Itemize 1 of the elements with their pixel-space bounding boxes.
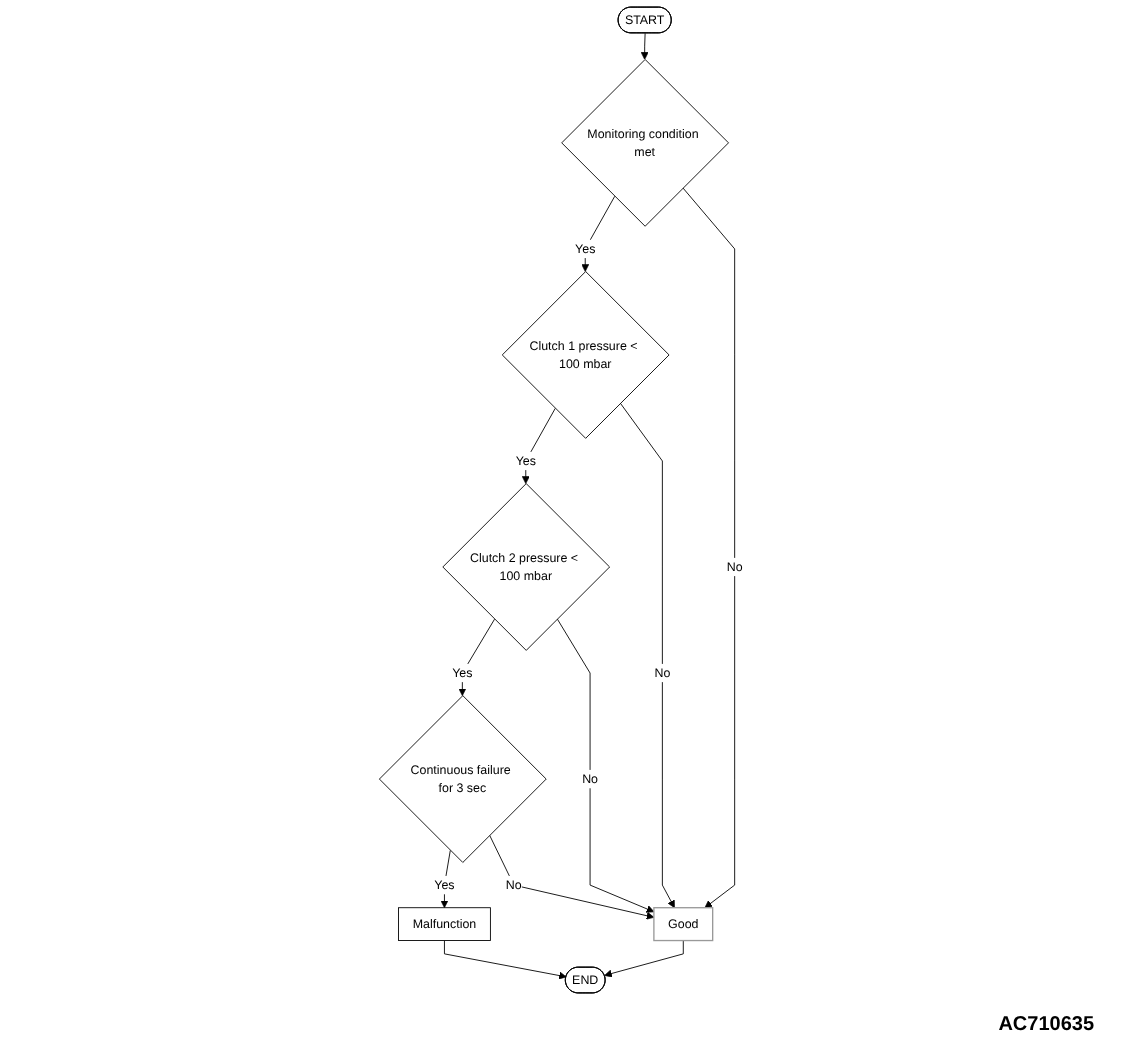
- figure-code: AC710635: [998, 1014, 1094, 1036]
